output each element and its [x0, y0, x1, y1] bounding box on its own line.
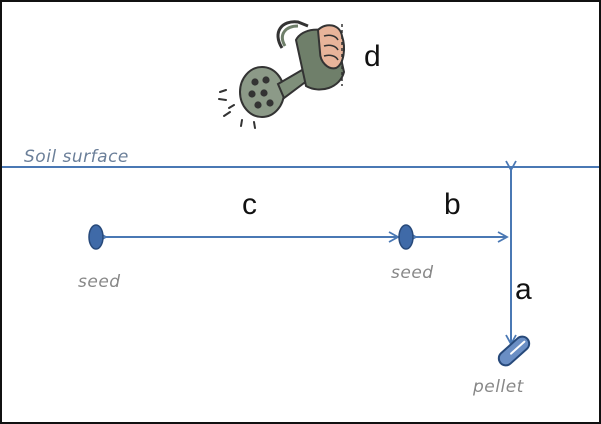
- seed-right-icon: [398, 224, 414, 250]
- pellet-icon: [497, 335, 531, 367]
- seed-left-icon: [88, 224, 104, 250]
- label-b: b: [444, 188, 461, 221]
- seed-right-label: seed: [391, 263, 434, 283]
- label-a: a: [515, 273, 532, 306]
- watering-can-icon: [218, 20, 346, 129]
- label-d: d: [364, 40, 381, 73]
- soil-surface-label: Soil surface: [24, 147, 129, 167]
- seed-left-label: seed: [78, 272, 121, 292]
- pellet-label: pellet: [472, 377, 525, 397]
- label-c: c: [242, 188, 257, 221]
